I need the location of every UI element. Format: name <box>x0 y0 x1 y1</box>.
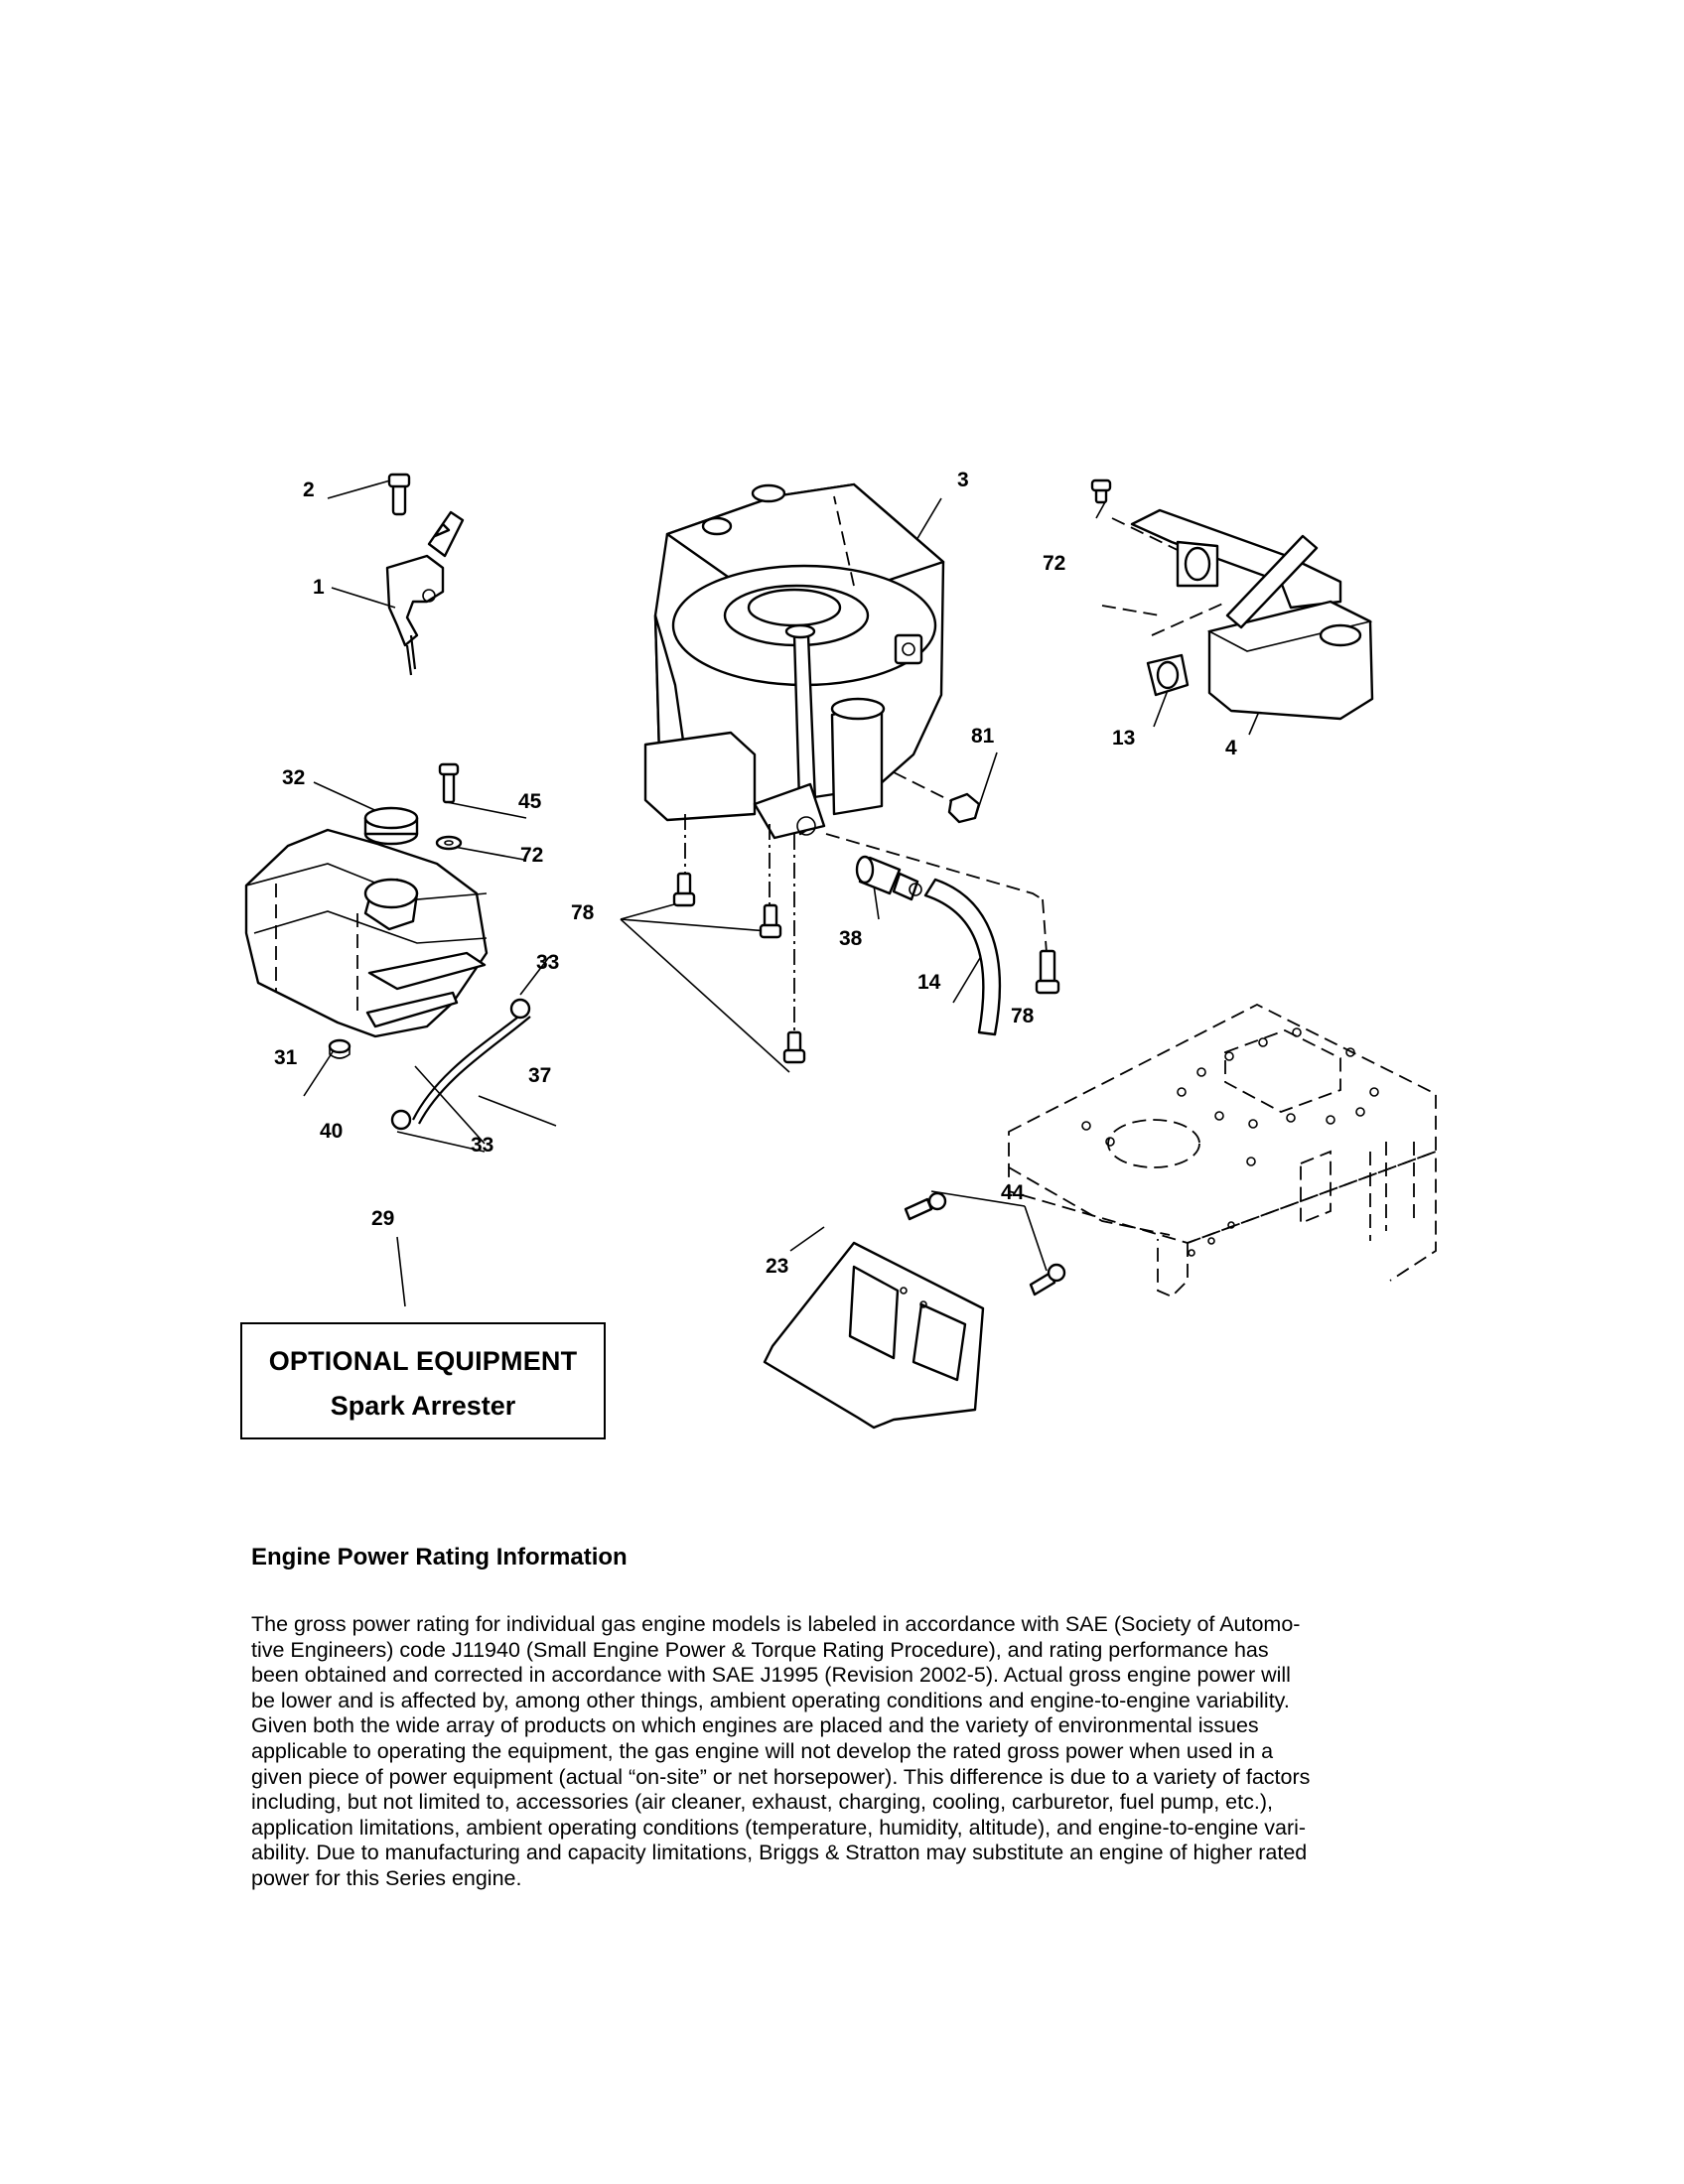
engine-assembly <box>643 482 945 840</box>
spark-arrester-label: Spark Arrester <box>330 1391 516 1421</box>
callout-78-left: 78 <box>571 901 595 924</box>
throttle-control-bracket <box>385 473 465 676</box>
frame-outline <box>1008 1003 1437 1298</box>
callout-29: 29 <box>371 1207 394 1230</box>
info-line: Given both the wide array of products on… <box>251 1713 1259 1738</box>
callout-33-lower: 33 <box>471 1134 493 1157</box>
callout-45: 44 <box>1001 1181 1025 1204</box>
optional-equipment-title: OPTIONAL EQUIPMENT <box>268 1346 578 1376</box>
callout-3: 3 <box>957 469 969 491</box>
screw-44-washer-46 <box>435 762 463 851</box>
callout-4: 4 <box>1225 737 1237 759</box>
callout-40: 40 <box>320 1120 343 1143</box>
engine-power-rating-title: Engine Power Rating Information <box>251 1544 628 1570</box>
callout-81: 81 <box>971 725 995 748</box>
bolt-78 <box>672 872 1060 1064</box>
callout-2: 2 <box>303 478 315 501</box>
engine-power-rating-text: The gross power rating for individual ga… <box>251 1612 1443 1892</box>
callout-72: 72 <box>1043 552 1065 575</box>
fuel-tank-31 <box>244 828 489 1038</box>
callout-37: 37 <box>528 1064 551 1087</box>
callout-13: 13 <box>1112 727 1135 750</box>
info-line: The gross power rating for individual ga… <box>251 1612 1301 1636</box>
fuel-hose-14 <box>923 878 1002 1036</box>
fuel-filter-38 <box>855 855 922 901</box>
info-line: tive Engineers) code J11940 (Small Engin… <box>251 1637 1269 1662</box>
callout-labels: 2 1 3 72 13 4 81 32 45 72 78 38 14 78 33… <box>274 469 1237 1278</box>
fuel-line-37-clamps-33 <box>390 998 531 1131</box>
fuel-cap-32 <box>363 806 419 846</box>
bolts-45 <box>904 1191 1066 1297</box>
optional-equipment-box: OPTIONAL EQUIPMENT Spark Arrester <box>240 1322 606 1439</box>
callout-44: 45 <box>518 790 542 813</box>
heat-shield-23 <box>763 1241 985 1430</box>
callout-31: 31 <box>274 1046 298 1069</box>
callout-46: 72 <box>520 844 543 867</box>
callout-14: 14 <box>917 971 941 994</box>
muffler-assembly <box>1090 478 1374 721</box>
info-line: given piece of power equipment (actual “… <box>251 1764 1311 1789</box>
nut-81 <box>947 792 981 824</box>
info-line: applicable to operating the equipment, t… <box>251 1738 1274 1763</box>
callout-33-upper: 33 <box>536 951 559 974</box>
callout-1: 1 <box>313 576 325 599</box>
info-line: including, but not limited to, accessori… <box>251 1790 1273 1815</box>
info-line: power for this Series engine. <box>251 1865 522 1890</box>
grommet-40 <box>328 1038 351 1059</box>
info-line: be lower and is affected by, among other… <box>251 1688 1290 1712</box>
callout-23: 23 <box>766 1255 788 1278</box>
callout-32: 32 <box>282 766 305 789</box>
callout-38: 38 <box>839 927 863 950</box>
info-line: application limitations, ambient operati… <box>251 1815 1307 1840</box>
callout-78-right: 78 <box>1011 1005 1035 1027</box>
info-line: been obtained and corrected in accordanc… <box>251 1663 1291 1688</box>
info-line: ability. Due to manufacturing and capaci… <box>251 1841 1308 1865</box>
